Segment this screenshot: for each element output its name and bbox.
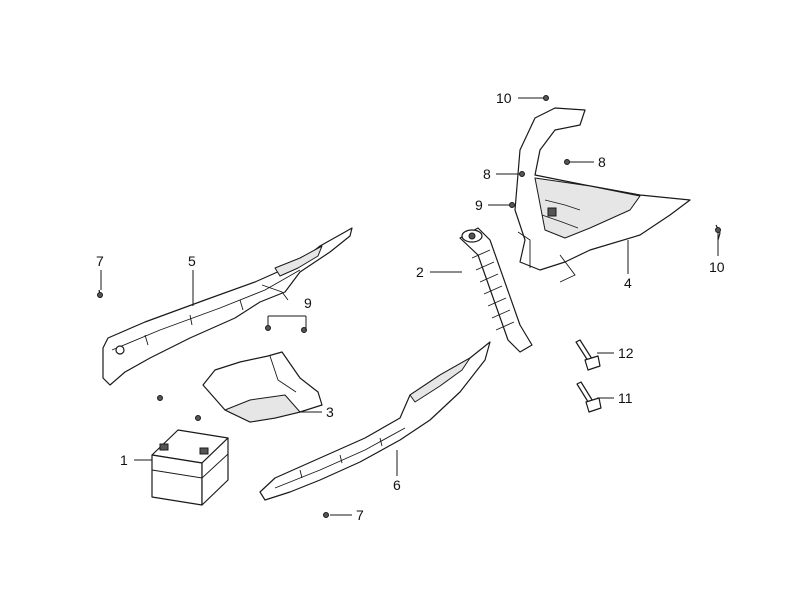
callout-10-top: 10 (496, 90, 512, 106)
callout-10-right: 10 (709, 259, 725, 275)
callout-9-right: 9 (475, 197, 483, 213)
callout-2: 2 (416, 264, 424, 280)
callout-9-center: 9 (304, 295, 312, 311)
callout-3: 3 (326, 404, 334, 420)
leader-lines (100, 97, 719, 516)
fasteners (97, 95, 721, 518)
part-right-side-rail (259, 341, 491, 501)
callout-12: 12 (618, 345, 634, 361)
part-shock-absorber (459, 227, 533, 353)
callout-6: 6 (393, 477, 401, 493)
callout-8-left: 8 (483, 166, 491, 182)
callout-5: 5 (188, 253, 196, 269)
callout-7-bottom: 7 (356, 507, 364, 523)
part-rear-cover (514, 107, 691, 283)
part-left-side-rail (102, 227, 353, 386)
callout-7-left: 7 (96, 253, 104, 269)
callout-1: 1 (120, 452, 128, 468)
part-battery (151, 429, 229, 506)
callout-8-right: 8 (598, 154, 606, 170)
callout-11: 11 (618, 390, 633, 406)
part-inner-panel (202, 351, 323, 423)
callout-4: 4 (624, 275, 632, 291)
callouts: 10 8 8 9 10 2 4 5 7 9 3 1 6 7 12 11 (96, 90, 725, 523)
